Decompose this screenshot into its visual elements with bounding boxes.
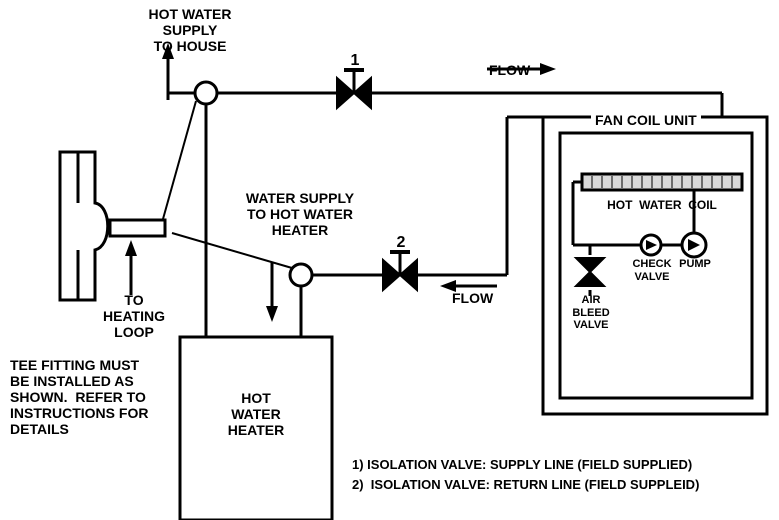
label-hot-water-supply-to-house: HOT WATER SUPPLY TO HOUSE bbox=[148, 6, 232, 55]
return-tee-fitting-icon bbox=[288, 262, 314, 288]
label-check-valve: CHECK VALVE bbox=[632, 258, 672, 283]
label-hot-water-heater: HOT WATER HEATER bbox=[227, 390, 285, 439]
label-water-supply-to-hot-water-heater: WATER SUPPLY TO HOT WATER HEATER bbox=[245, 190, 355, 239]
isolation-valve-1-icon bbox=[336, 75, 356, 111]
label-air-bleed-valve: AIR BLEED VALVE bbox=[572, 294, 610, 332]
label-to-heating-loop: TO HEATING LOOP bbox=[103, 292, 165, 341]
label-flow-top: FLOW bbox=[489, 62, 531, 78]
label-hot-water-coil: HOT WATER COIL bbox=[607, 198, 717, 212]
air-bleed-valve-icon bbox=[573, 257, 607, 274]
label-note-2: 2) ISOLATION VALVE: RETURN LINE (FIELD S… bbox=[352, 477, 700, 492]
tee-fitting-body bbox=[58, 150, 110, 302]
label-fan-coil-unit: FAN COIL UNIT bbox=[591, 112, 701, 129]
label-flow-bottom: FLOW bbox=[452, 290, 494, 306]
label-tee-fitting-note: TEE FITTING MUST BE INSTALLED AS SHOWN. … bbox=[10, 357, 149, 438]
label-valve-2-number: 2 bbox=[396, 234, 406, 251]
supply-tee-fitting-icon bbox=[193, 80, 219, 106]
tee-branch-stub bbox=[108, 218, 167, 238]
isolation-valve-2-icon bbox=[382, 257, 402, 293]
label-pump: PUMP bbox=[679, 258, 711, 270]
label-valve-1-number: 1 bbox=[350, 52, 360, 69]
label-note-1: 1) ISOLATION VALVE: SUPPLY LINE (FIELD S… bbox=[352, 457, 693, 472]
hot-water-heater-box bbox=[178, 335, 334, 520]
